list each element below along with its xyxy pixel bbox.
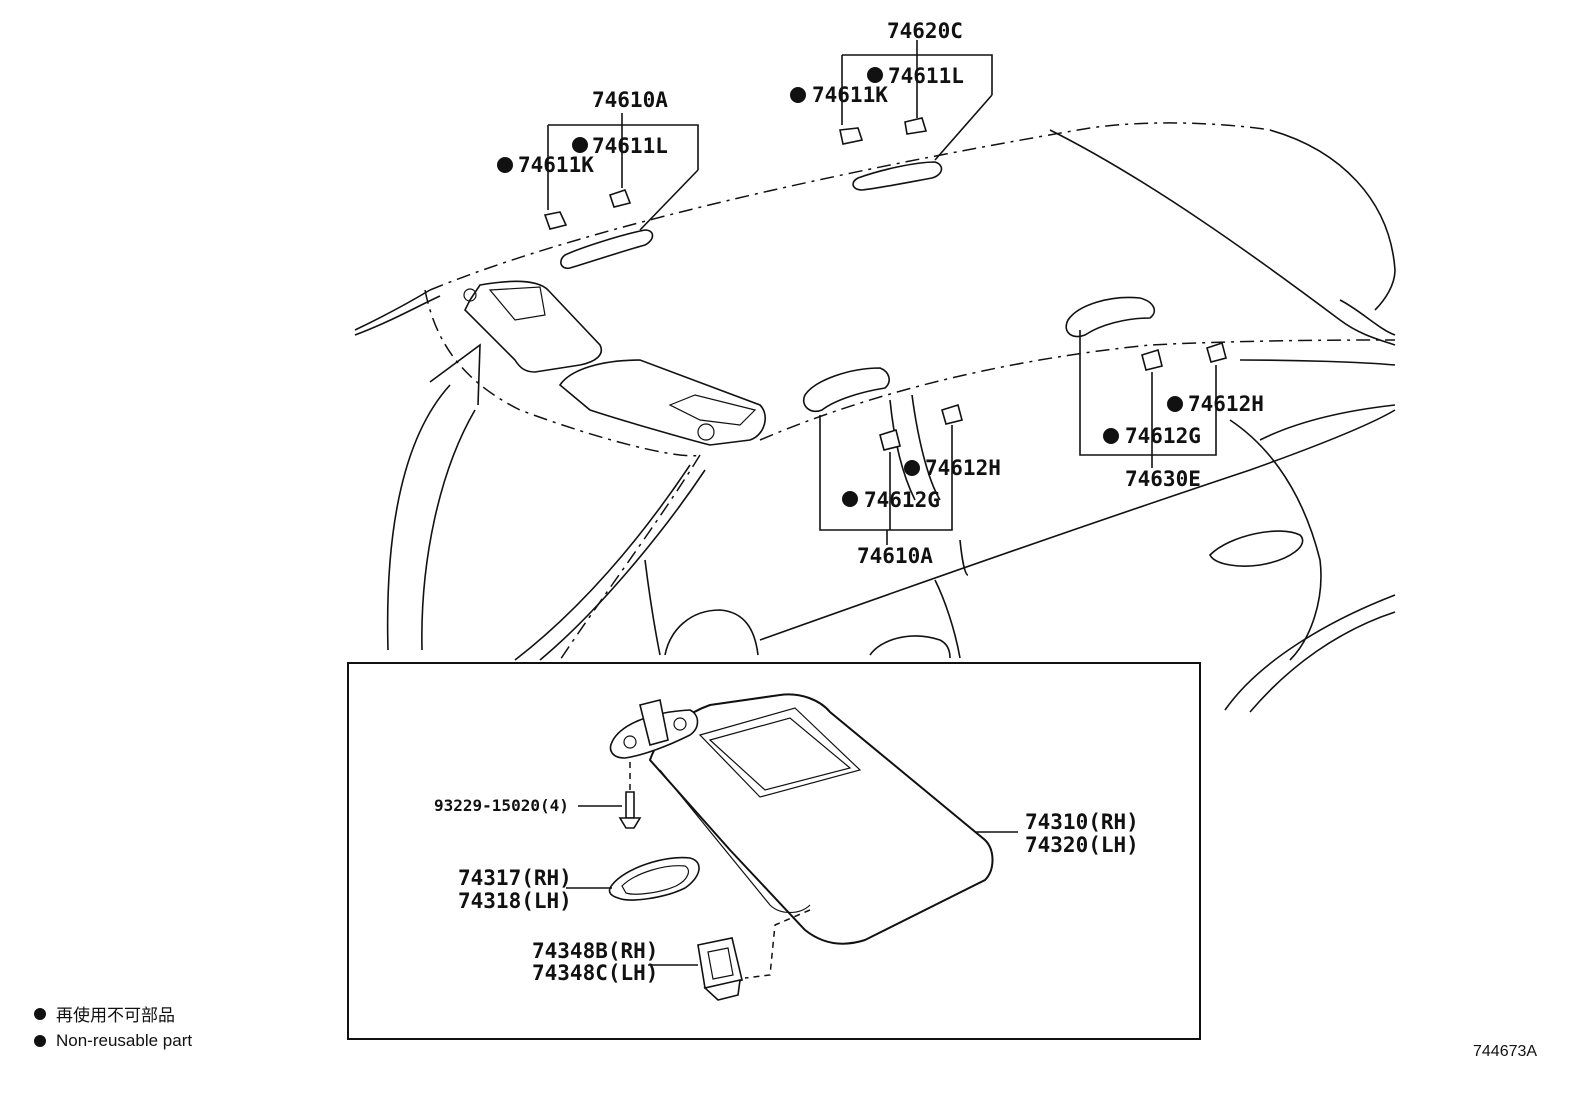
label-74630E: 74630E [1125, 467, 1201, 491]
label-74611L-left: 74611L [592, 134, 668, 158]
assist-grip-front-left: 74610A 74611L 74611K [497, 88, 699, 270]
callout-arrow [386, 343, 481, 651]
sunvisor-detail-box: 93229-15020(4) 74310(RH) 74320(LH) 74317… [347, 662, 1201, 1040]
label-74318-lh: 74318(LH) [458, 889, 572, 913]
non-reusable-dot-icon [34, 1034, 46, 1047]
label-74611K-left: 74611K [518, 153, 594, 177]
label-74320-lh: 74320(LH) [1025, 833, 1139, 857]
label-74348B-rh: 74348B(RH) [532, 939, 658, 963]
label-93229-15020: 93229-15020(4) [434, 796, 569, 815]
assist-grip-rear-right: 74612H 74612G 74630E [1065, 296, 1264, 491]
legend-japanese: 再使用不可部品 [56, 1006, 175, 1025]
label-74612G-mid: 74612G [864, 488, 940, 512]
label-74612H-right: 74612H [1188, 392, 1264, 416]
legend-english: Non-reusable part [56, 1030, 193, 1050]
legend-row-japanese: 再使用不可部品 [34, 1000, 192, 1027]
label-74611K-top: 74611K [812, 83, 888, 107]
assist-grip-front-right: 74620C 74611L 74611K [790, 19, 993, 191]
label-74620C: 74620C [887, 19, 963, 43]
label-74611L-top: 74611L [888, 64, 964, 88]
label-74610A-mid: 74610A [857, 544, 933, 568]
non-reusable-dot-icon [34, 1007, 46, 1020]
legend: 再使用不可部品 Non-reusable part [34, 1000, 192, 1054]
assist-grip-rear-left: 74612H 74612G 74610A [803, 367, 1001, 568]
vehicle-outline [354, 122, 1396, 713]
label-74317-rh: 74317(RH) [458, 866, 572, 890]
label-74610A-left: 74610A [592, 88, 668, 112]
figure-code: 744673A [1473, 1043, 1538, 1060]
legend-row-english: Non-reusable part [34, 1027, 192, 1054]
label-74612G-right: 74612G [1125, 424, 1201, 448]
label-74348C-lh: 74348C(LH) [532, 961, 658, 985]
headliner-sunvisors [463, 280, 766, 446]
label-74612H-mid: 74612H [925, 456, 1001, 480]
label-74310-rh: 74310(RH) [1025, 810, 1139, 834]
